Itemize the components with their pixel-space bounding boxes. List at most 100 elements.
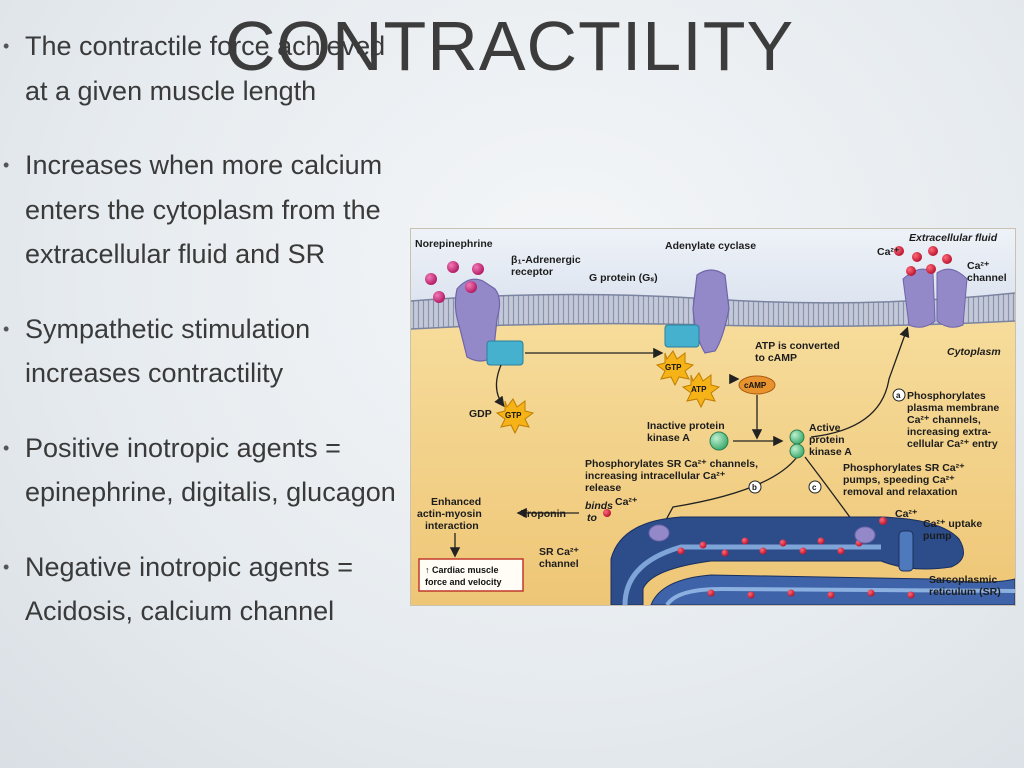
inactive-pka-label: Inactive protein <box>647 420 725 432</box>
ca2-channel-label-2: channel <box>967 272 1007 284</box>
norepinephrine-ion <box>425 273 437 285</box>
bullet-text: Positive inotropic agents = epinephrine,… <box>25 432 396 508</box>
sr-channel-label-2: channel <box>539 558 579 570</box>
atp-burst: ATP <box>681 372 721 409</box>
norepinephrine-ion <box>447 261 459 273</box>
inactive-pka <box>709 431 729 451</box>
sr-ca-channel <box>648 524 670 542</box>
cardiac-force-box <box>418 558 524 592</box>
bullet-item: • Sympathetic stimulation increases contr… <box>0 307 410 396</box>
gdp-label: GDP <box>469 408 492 420</box>
bullet-dot-icon: • <box>3 318 10 339</box>
calcium-ion <box>894 246 904 256</box>
calcium-ion <box>928 246 938 256</box>
adenylate-cyclase <box>664 269 730 354</box>
bullet-item: • The contractile force achieved at a giv… <box>0 24 410 113</box>
g-protein-active <box>664 324 700 348</box>
svg-text:GTP: GTP <box>505 411 522 420</box>
cardiac-label: ↑ Cardiac muscle <box>425 565 499 575</box>
enhanced-label: Enhanced <box>431 496 481 508</box>
sarco-label: Sarcoplasmic <box>929 574 997 586</box>
calcium-ion <box>942 254 952 264</box>
bullet-dot-icon: • <box>3 155 10 175</box>
bullet-item: • Negative inotropic agents = Acidosis, c… <box>0 545 410 634</box>
bullet-dot-icon: • <box>3 36 10 56</box>
phos-pump-label-2: pumps, speeding Ca²⁺ <box>843 474 955 486</box>
phos-sr-label-3: release <box>585 482 621 494</box>
bullet-dot-icon: • <box>3 437 10 458</box>
svg-text:b: b <box>752 483 757 492</box>
ca2-binds-label: Ca²⁺ <box>615 496 638 508</box>
norepinephrine-ion <box>433 291 445 303</box>
binds-label-2: to <box>587 512 597 524</box>
slide-title: CONTRACTILITY <box>225 7 795 85</box>
active-pka-label: Active <box>809 422 841 434</box>
adenylate-cyclase-label: Adenylate cyclase <box>665 240 756 252</box>
active-pka-label-3: kinase A <box>809 446 852 458</box>
calcium-ion-released <box>603 509 611 517</box>
active-pka <box>789 429 805 445</box>
calcium-ion <box>926 264 936 274</box>
atp-converted-label-2: to cAMP <box>755 352 797 364</box>
extracellular-fluid-label: Extracellular fluid <box>909 232 998 244</box>
calcium-ion <box>912 252 922 262</box>
plasma-membrane-ca-channel <box>902 268 968 328</box>
phos-sr-label: Phosphorylates SR Ca²⁺ channels, <box>585 458 758 470</box>
cardiac-label-2: force and velocity <box>425 577 502 587</box>
ca2-label: Ca²⁺ <box>877 246 900 258</box>
norepinephrine-ion <box>472 263 484 275</box>
cytoplasm-label: Cytoplasm <box>947 346 1001 358</box>
camp-molecule <box>738 375 776 395</box>
g-protein-label: G protein (Gₛ) <box>589 272 658 284</box>
ca2-channel-label: Ca²⁺ <box>967 260 990 272</box>
phos-pm-label-2: plasma membrane <box>907 402 999 414</box>
bullet-text: The contractile force achieved at a give… <box>25 31 386 106</box>
phos-pm-label: Phosphorylates <box>907 390 986 402</box>
phos-pm-label-3: Ca²⁺ channels, <box>907 414 981 426</box>
bullet-text: Negative inotropic agents = Acidosis, ca… <box>25 551 353 627</box>
uptake-label-2: pump <box>923 530 952 542</box>
binds-label: binds <box>585 500 613 512</box>
ca-uptake-pump <box>854 526 876 544</box>
pathway-diagram: GTP ATP GTP cAMP a b c <box>411 229 1015 605</box>
calcium-ion-uptake <box>879 517 887 525</box>
phos-pump-label-3: removal and relaxation <box>843 486 957 498</box>
svg-text:cAMP: cAMP <box>744 381 767 390</box>
phos-pump-label: Phosphorylates SR Ca²⁺ <box>843 462 965 474</box>
bullet-dot-icon: • <box>3 556 10 577</box>
bullet-text: Sympathetic stimulation increases contra… <box>25 313 311 389</box>
ca2-pump-ion-label: Ca²⁺ <box>895 508 918 520</box>
beta1-label-2: receptor <box>511 266 553 278</box>
bullet-item: • Increases when more calcium enters the … <box>0 143 410 277</box>
svg-text:ATP: ATP <box>691 385 707 394</box>
enhanced-label-2: actin-myosin <box>417 508 482 520</box>
active-pka <box>789 443 805 459</box>
enhanced-label-3: interaction <box>425 520 479 532</box>
sr-channel-label: SR Ca²⁺ <box>539 546 579 558</box>
phos-pm-label-5: cellular Ca²⁺ entry <box>907 438 998 450</box>
sarcoplasmic-reticulum <box>610 516 1015 605</box>
inactive-pka-label-2: kinase A <box>647 432 690 444</box>
beta1-receptor <box>454 278 524 366</box>
bullet-text: Increases when more calcium enters the c… <box>25 150 383 269</box>
gdp-gtp-burst: GTP <box>495 398 535 435</box>
contractility-pathway-figure: GTP ATP GTP cAMP a b c <box>410 228 1016 606</box>
active-pka-label-2: protein <box>809 434 845 446</box>
svg-text:a: a <box>896 391 901 400</box>
bullet-list: • The contractile force achieved at a giv… <box>0 24 410 634</box>
svg-text:GTP: GTP <box>665 363 682 372</box>
beta1-label: β₁-Adrenergic <box>511 254 581 266</box>
troponin-label: Troponin <box>521 508 566 520</box>
norepinephrine-ion <box>465 281 477 293</box>
norepinephrine-label: Norepinephrine <box>415 238 493 250</box>
calcium-ion <box>906 266 916 276</box>
sarco-label-2: reticulum (SR) <box>929 586 1001 598</box>
atp-converted-label: ATP is converted <box>755 340 840 352</box>
bullet-item: • Positive inotropic agents = epinephrine… <box>0 426 410 515</box>
phos-pm-label-4: increasing extra- <box>907 426 992 438</box>
phos-sr-label-2: increasing intracellular Ca²⁺ <box>585 470 726 482</box>
svg-text:c: c <box>812 483 817 492</box>
gtp-burst-active: GTP <box>655 350 695 387</box>
uptake-label: Ca²⁺ uptake <box>923 518 982 530</box>
g-protein-inactive <box>486 340 524 366</box>
